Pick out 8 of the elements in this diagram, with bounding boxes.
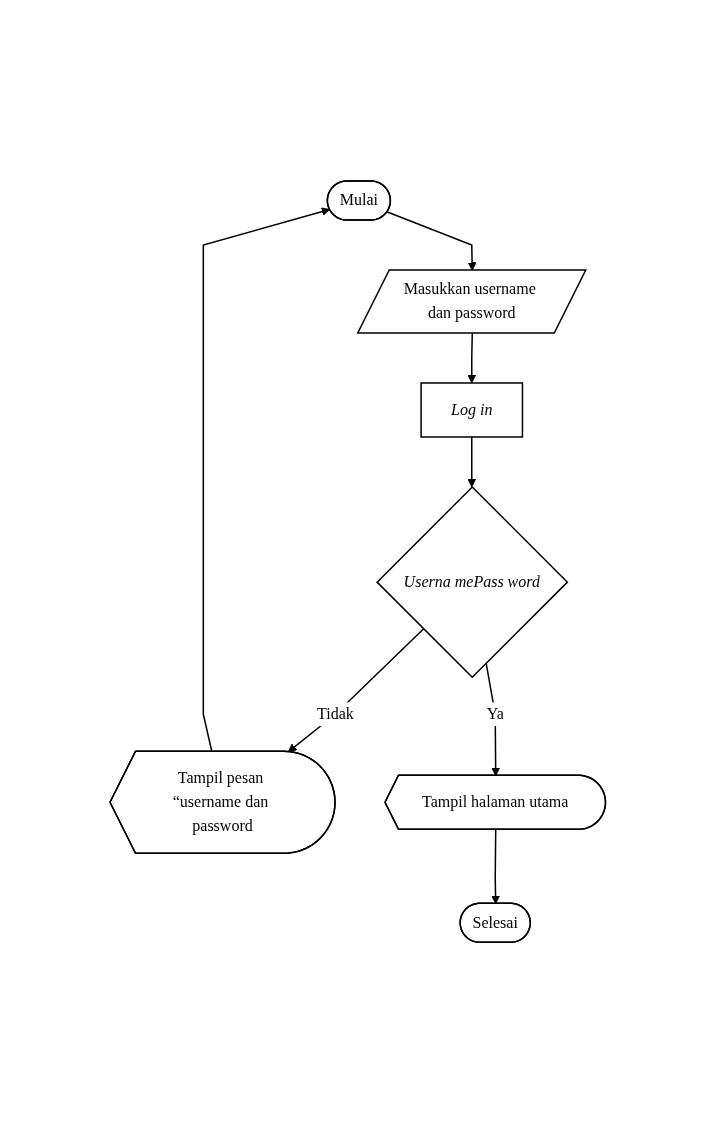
arrow xyxy=(467,436,477,488)
edge-label: Ya xyxy=(486,705,505,723)
node-box: Log in xyxy=(420,382,524,439)
arrow xyxy=(491,829,501,905)
node-diamond: Userna mePass word xyxy=(376,486,569,679)
arrow xyxy=(467,333,477,384)
arrow xyxy=(288,628,425,753)
edge-label: Tidak xyxy=(317,705,355,723)
